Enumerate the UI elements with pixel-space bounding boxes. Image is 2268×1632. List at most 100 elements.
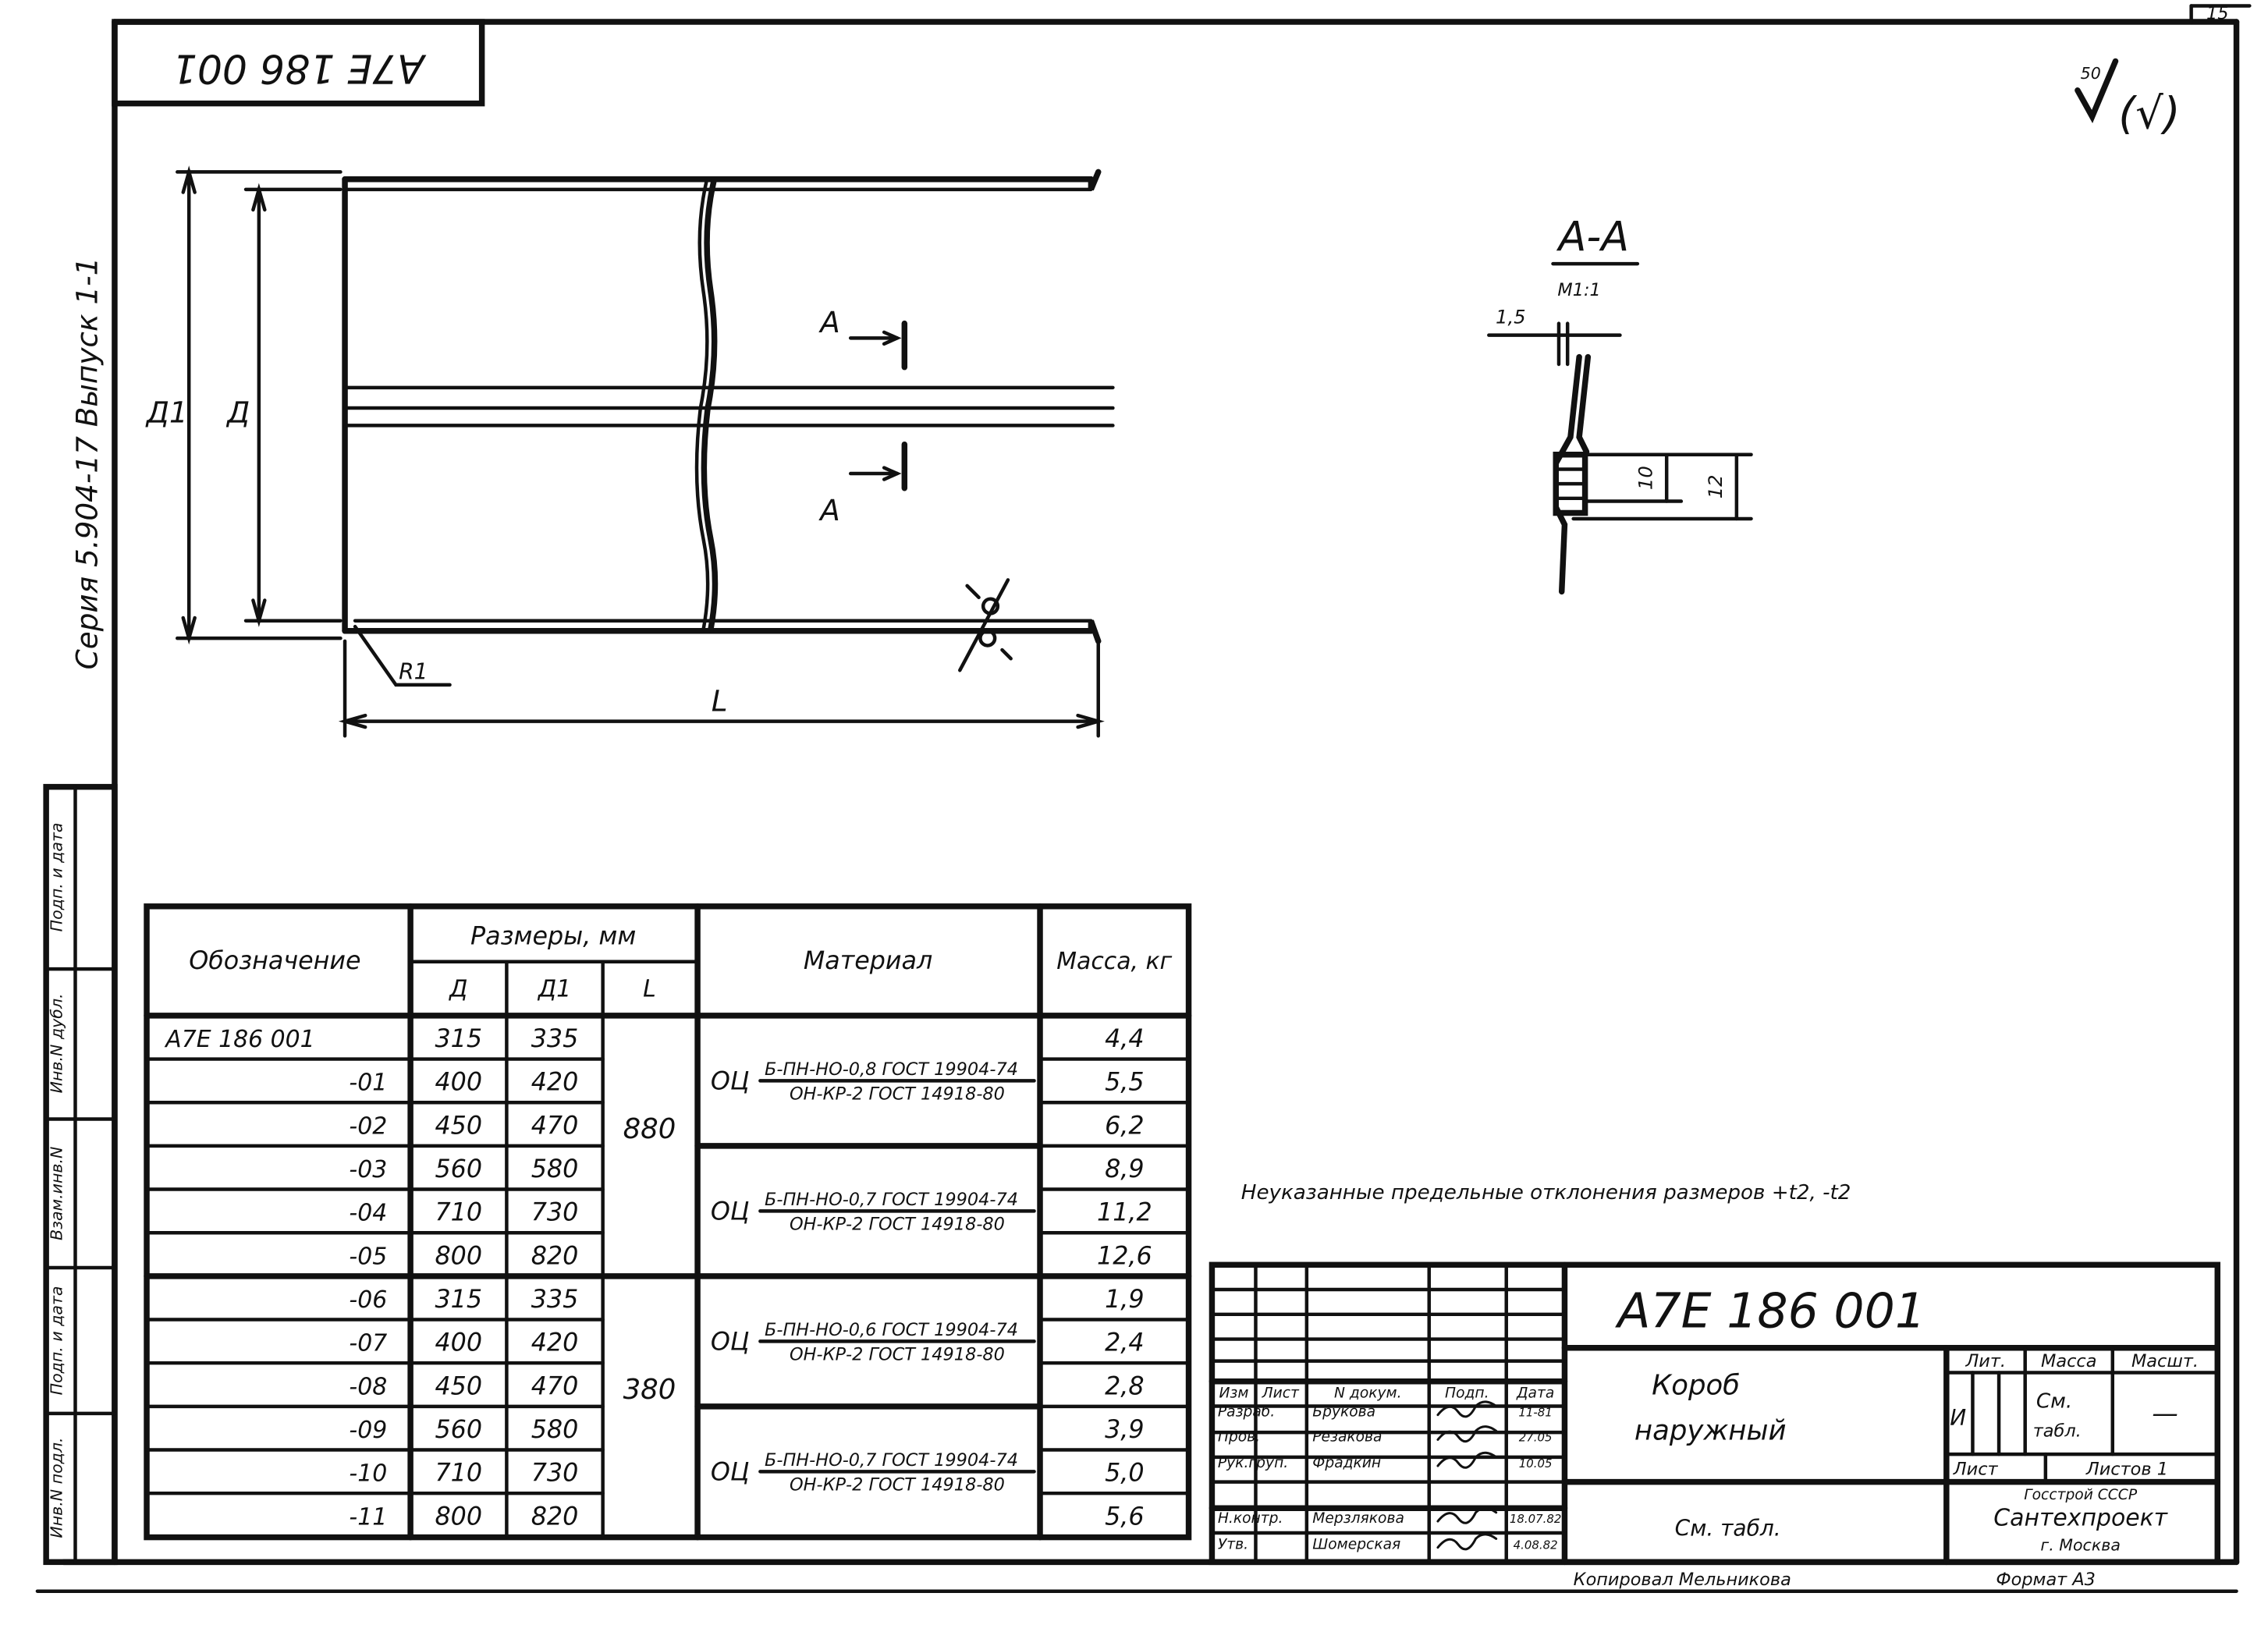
tb-person-name: Шомерская [1312,1537,1400,1553]
header-sizes: Размеры, мм [470,922,636,950]
cell-mass: 5,5 [1105,1069,1145,1097]
tb-person-name: Фрадкин [1312,1455,1381,1471]
cell-d1: 580 [531,1416,579,1444]
length-group-2: 380 [623,1374,676,1406]
cell-d: 450 [435,1112,482,1140]
material-bottom: ОН-КР-2 ГОСТ 14918-80 [790,1084,1005,1105]
signature-icon [1436,1506,1498,1524]
lit-header: Лит. [1965,1351,2006,1371]
cell-d: 800 [435,1242,482,1270]
scale-header: Масшт. [2131,1351,2199,1371]
material-top: Б-ПН-НО-0,8 ГОСТ 19904-74 [765,1059,1018,1080]
org-line3: г. Москва [2040,1535,2121,1554]
cell-d1: 335 [531,1286,579,1314]
scale-value: — [2152,1398,2178,1428]
cell-mass: 4,4 [1105,1025,1145,1053]
cell-d: 560 [435,1155,482,1183]
org-line1: Госстрой СССР [2024,1487,2138,1503]
cell-d: 400 [435,1069,482,1097]
inverted-stamp: A7E 186 001 [112,19,485,107]
cell-d: 800 [435,1503,482,1531]
cell-d: 710 [435,1460,482,1488]
section-dim-12: 12 [1704,474,1727,498]
tb-col-header: Изм [1219,1385,1248,1401]
header-material: Материал [804,947,932,975]
cell-mass: 6,2 [1105,1112,1145,1140]
tb-person-name: Резакова [1312,1428,1382,1445]
cell-d: 400 [435,1329,482,1357]
cell-d1: 730 [531,1199,579,1227]
cell-d1: 580 [531,1155,579,1183]
cell-designation: -06 [349,1286,387,1314]
side-field-3: Взам.инв.N [48,1147,66,1240]
cell-designation: -11 [349,1503,387,1531]
side-field-1: Инв.N подл. [48,1438,66,1538]
title-block: A7E 186 001 Короб наружный См. табл. Лит… [1209,1261,2220,1566]
org-line2: Сантехпроект [1993,1505,2168,1532]
cell-designation: -05 [349,1243,387,1270]
title-name-line2: наружный [1634,1414,1787,1446]
cell-designation: -01 [349,1070,387,1097]
section-mark-top: А [818,305,840,339]
material-top: Б-ПН-НО-0,6 ГОСТ 19904-74 [765,1320,1018,1340]
cell-designation: -08 [349,1373,387,1400]
header-d1: Д1 [537,976,571,1003]
sheet-label: Лист [1953,1459,1999,1479]
side-field-4: Инв.N дубл. [48,993,66,1093]
length-group-1: 880 [623,1113,676,1145]
mass-value-2: табл. [2033,1421,2082,1442]
cell-designation: -07 [349,1330,387,1357]
material-prefix: ОЦ [711,1459,750,1487]
material-prefix: ОЦ [711,1329,750,1357]
cell-mass: 2,4 [1105,1329,1145,1357]
cell-mass: 11,2 [1097,1199,1152,1227]
side-field-2: Подп. и дата [48,1286,66,1395]
material-top: Б-ПН-НО-0,7 ГОСТ 19904-74 [765,1190,1018,1210]
cell-designation: -02 [349,1112,387,1140]
section-scale: М1:1 [1557,280,1600,300]
radius-label: R1 [399,658,428,684]
dim-d1-label: Д1 [145,396,188,430]
section-a-a: А-А М1:1 1,5 10 12 [1487,213,1753,595]
signature-icon [1436,1400,1498,1418]
cell-d1: 420 [531,1069,579,1097]
cell-designation: -09 [349,1417,387,1444]
cell-d1: 420 [531,1329,579,1357]
cell-mass: 5,6 [1105,1503,1145,1531]
section-mark-bottom: А [818,493,840,527]
cell-d1: 820 [531,1503,579,1531]
tb-role: Утв. [1218,1537,1248,1553]
section-dim-10: 10 [1634,466,1657,490]
inverted-stamp-code: A7E 186 001 [172,46,427,92]
left-margin: Серия 5.904-17 Выпуск 1-1 Инв.N подл. По… [43,257,118,1566]
header-mass: Масса, кг [1056,948,1172,975]
cell-mass: 2,8 [1105,1372,1145,1400]
section-thickness-dim: 1,5 [1496,306,1526,328]
duct-drawing: Д1 Д L R1 А А [145,165,1115,738]
cell-d: 315 [435,1025,482,1053]
header-d: Д [448,976,467,1003]
header-designation: Обозначение [189,947,360,975]
tb-col-header: Дата [1516,1385,1554,1401]
roughness-mark: 50 (√) [2075,58,2181,139]
roughness-suffix: (√) [2118,88,2180,139]
cell-designation: -10 [349,1460,387,1488]
mass-value-1: См. [2036,1389,2072,1413]
signature-icon [1436,1425,1498,1443]
lit-value: И [1950,1405,1966,1431]
tb-col-header: Лист [1262,1385,1300,1401]
tb-date: 11-81 [1518,1406,1552,1420]
material-bottom: ОН-КР-2 ГОСТ 14918-80 [790,1475,1005,1495]
material-prefix: ОЦ [711,1198,750,1226]
tb-col-header: Подп. [1445,1385,1489,1401]
tb-role: Рук.груп. [1218,1455,1288,1471]
tolerance-note: Неуказанные предельные отклонения размер… [1241,1181,1851,1204]
cell-mass: 3,9 [1105,1416,1145,1444]
spec-table: Обозначение Размеры, мм Д Д1 L Материал … [144,903,1192,1541]
cell-d1: 730 [531,1460,579,1488]
tb-role: Разраб. [1218,1404,1275,1421]
cell-d: 315 [435,1286,482,1314]
signature-icon [1436,1533,1498,1551]
mass-header: Масса [2041,1351,2096,1371]
format-label: Формат А3 [1996,1570,2096,1590]
